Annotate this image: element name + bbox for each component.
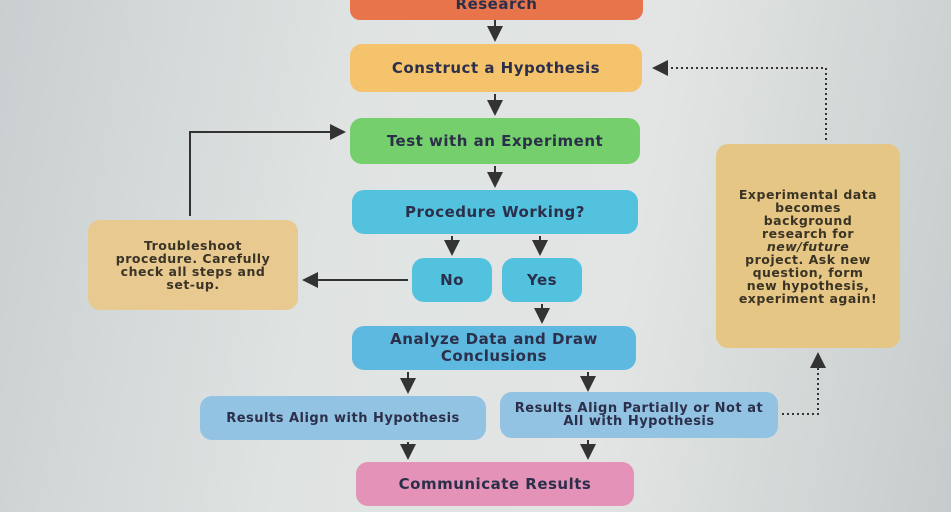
node-troubleshoot: Troubleshoot procedure. Carefully check …	[88, 220, 298, 310]
node-no: No	[412, 258, 492, 302]
dotted-arrow	[782, 352, 826, 415]
node-results-align: Results Align with Hypothesis	[200, 396, 486, 440]
future-text-1: Experimental data becomes background res…	[738, 186, 878, 241]
node-future-research: Experimental data becomes background res…	[716, 144, 900, 348]
node-analyze: Analyze Data and Draw Conclusions	[352, 326, 636, 370]
node-communicate: Communicate Results	[356, 462, 634, 506]
future-text-2: new/future	[766, 238, 850, 254]
node-research: Research	[350, 0, 643, 20]
node-yes: Yes	[502, 258, 582, 302]
node-results-partial: Results Align Partially or Not at All wi…	[500, 392, 778, 438]
node-hypothesis: Construct a Hypothesis	[350, 44, 642, 92]
node-procedure: Procedure Working?	[352, 190, 638, 234]
loop-arrow	[189, 124, 346, 216]
future-text-3: project. Ask new question, form new hypo…	[738, 251, 878, 306]
dotted-arrow	[652, 60, 827, 140]
node-experiment: Test with an Experiment	[350, 118, 640, 164]
